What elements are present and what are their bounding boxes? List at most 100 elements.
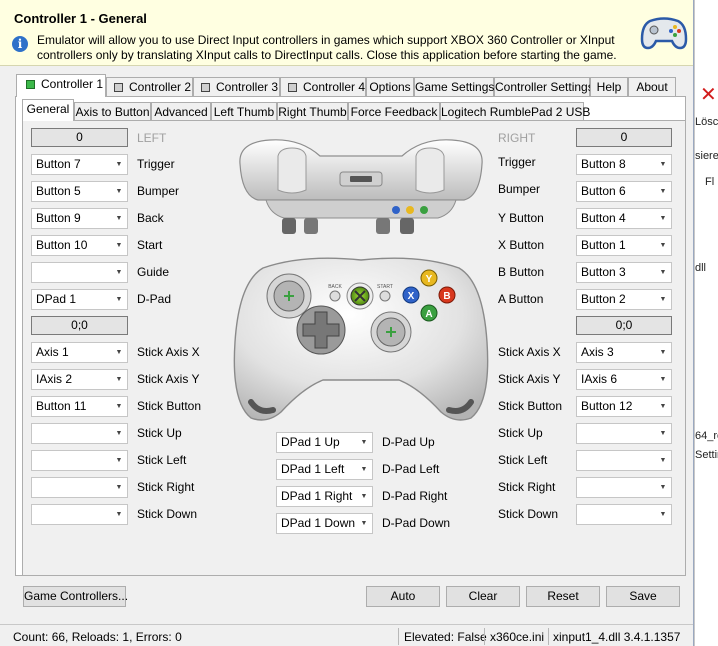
background-text: dll (695, 262, 707, 274)
info-header: Controller 1 - General i Emulator will a… (0, 0, 693, 66)
start-select[interactable]: Button 10▼ (31, 235, 128, 256)
guide-select[interactable]: ▼ (31, 262, 128, 283)
left-stick-value: 0;0 (31, 316, 128, 335)
left-bumper-select[interactable]: Button 5▼ (31, 181, 128, 202)
dropdown-arrow-icon: ▼ (115, 430, 123, 437)
y-button-label: Y Button (498, 211, 544, 225)
tab-label: Game Settings (415, 80, 495, 94)
left-stick-right-select[interactable]: ▼ (31, 477, 128, 498)
game-controllers-button[interactable]: Game Controllers... (23, 586, 128, 607)
tab-game-settings[interactable]: Game Settings (414, 77, 494, 97)
status-dll-version: xinput1_4.dll 3.4.1.1357 (553, 630, 681, 644)
right-stick-left-select[interactable]: ▼ (576, 450, 672, 471)
dpad-left-select[interactable]: DPad 1 Left▼ (276, 459, 373, 480)
status-separator (398, 628, 399, 645)
select-value: DPad 1 (36, 292, 77, 306)
right-stick-button-select[interactable]: Button 12▼ (576, 396, 672, 417)
x-button-select[interactable]: Button 1▼ (576, 235, 672, 256)
left-stick-axis-x-select[interactable]: Axis 1▼ (31, 342, 128, 363)
tab-controller-1[interactable]: Controller 1 (16, 74, 106, 97)
left-stick-axis-y-label: Stick Axis Y (137, 372, 200, 386)
dropdown-arrow-icon: ▼ (659, 296, 667, 303)
tab-label: Controller 3 (216, 80, 279, 94)
right-bumper-select[interactable]: Button 6▼ (576, 181, 672, 202)
dpad-down-label: D-Pad Down (382, 516, 451, 530)
right-stick-up-select[interactable]: ▼ (576, 423, 672, 444)
subtab-force-feedback[interactable]: Force Feedback (348, 102, 440, 121)
info-icon: i (12, 36, 28, 52)
controller-disconnected-icon (201, 83, 210, 92)
dropdown-arrow-icon: ▼ (659, 484, 667, 491)
left-stick-left-label: Stick Left (137, 453, 187, 467)
right-stick-axis-x-select[interactable]: Axis 3▼ (576, 342, 672, 363)
select-value: Axis 3 (581, 345, 614, 359)
dropdown-arrow-icon: ▼ (115, 296, 123, 303)
right-stick-axis-y-label: Stick Axis Y (498, 372, 561, 386)
select-value: IAxis 6 (581, 372, 618, 386)
save-button[interactable]: Save (606, 586, 680, 607)
tab-about[interactable]: About (628, 77, 676, 97)
subtab-device[interactable]: Logitech RumblePad 2 USB (440, 102, 590, 121)
y-button-select[interactable]: Button 4▼ (576, 208, 672, 229)
subtab-right-thumb[interactable]: Right Thumb (277, 102, 348, 121)
dropdown-arrow-icon: ▼ (115, 269, 123, 276)
left-stick-axis-x-label: Stick Axis X (137, 345, 200, 359)
left-trigger-label: Trigger (137, 157, 175, 171)
subtab-axis-to-button[interactable]: Axis to Button (74, 102, 151, 121)
reset-button[interactable]: Reset (526, 586, 600, 607)
subtab-left-thumb[interactable]: Left Thumb (211, 102, 277, 121)
tab-label: About (636, 80, 668, 94)
select-value: DPad 1 Left (281, 462, 345, 476)
auto-button[interactable]: Auto (366, 586, 440, 607)
dropdown-arrow-icon: ▼ (115, 403, 123, 410)
dpad-up-select[interactable]: DPad 1 Up▼ (276, 432, 373, 453)
app-window: Controller 1 - General i Emulator will a… (0, 0, 694, 646)
tab-options[interactable]: Options (366, 77, 414, 97)
tab-controller-3[interactable]: Controller 3 (193, 77, 280, 97)
y-label: Y (426, 274, 433, 285)
left-stick-left-select[interactable]: ▼ (31, 450, 128, 471)
back-select[interactable]: Button 9▼ (31, 208, 128, 229)
clear-button[interactable]: Clear (446, 586, 520, 607)
left-stick-axis-y-select[interactable]: IAxis 2▼ (31, 369, 128, 390)
right-stick-right-label: Stick Right (498, 480, 556, 494)
select-value: Button 4 (581, 211, 626, 225)
right-stick-up-label: Stick Up (498, 426, 543, 440)
right-stick-axis-x-label: Stick Axis X (498, 345, 561, 359)
left-stick-down-select[interactable]: ▼ (31, 504, 128, 525)
tab-controller-2[interactable]: Controller 2 (106, 77, 193, 97)
dropdown-arrow-icon: ▼ (115, 242, 123, 249)
dpad-up-label: D-Pad Up (382, 435, 435, 449)
close-x-icon: ✕ (700, 82, 717, 106)
dpad-left-label: D-Pad Left (382, 462, 440, 476)
right-stick-axis-y-select[interactable]: IAxis 6▼ (576, 369, 672, 390)
subtab-general[interactable]: General (22, 99, 74, 121)
tab-help[interactable]: Help (590, 77, 628, 97)
right-trigger-select[interactable]: Button 8▼ (576, 154, 672, 175)
select-value: DPad 1 Down (281, 516, 356, 530)
select-value: Button 8 (581, 157, 626, 171)
select-value: IAxis 2 (36, 372, 73, 386)
right-trigger-value: 0 (576, 128, 672, 147)
a-button-icon (420, 304, 438, 322)
dpad-select[interactable]: DPad 1 ▼ (31, 289, 128, 310)
dpad-right-select[interactable]: DPad 1 Right▼ (276, 486, 373, 507)
left-stick-up-select[interactable]: ▼ (31, 423, 128, 444)
dropdown-arrow-icon: ▼ (115, 349, 123, 356)
dropdown-arrow-icon: ▼ (659, 430, 667, 437)
guide-label: Guide (137, 265, 170, 279)
right-stick-down-select[interactable]: ▼ (576, 504, 672, 525)
divider (74, 120, 686, 121)
a-button-select[interactable]: Button 2▼ (576, 289, 672, 310)
b-button-label: B Button (498, 265, 545, 279)
dpad-down-select[interactable]: DPad 1 Down▼ (276, 513, 373, 534)
right-stick-right-select[interactable]: ▼ (576, 477, 672, 498)
b-button-select[interactable]: Button 3▼ (576, 262, 672, 283)
tab-controller-settings[interactable]: Controller Settings (494, 77, 594, 97)
left-trigger-select[interactable]: Button 7▼ (31, 154, 128, 175)
status-elevated: Elevated: False (404, 630, 487, 644)
tab-controller-4[interactable]: Controller 4 (280, 77, 366, 97)
left-stick-button-select[interactable]: Button 11▼ (31, 396, 128, 417)
x-button-label: X Button (498, 238, 545, 252)
subtab-advanced[interactable]: Advanced (151, 102, 211, 121)
